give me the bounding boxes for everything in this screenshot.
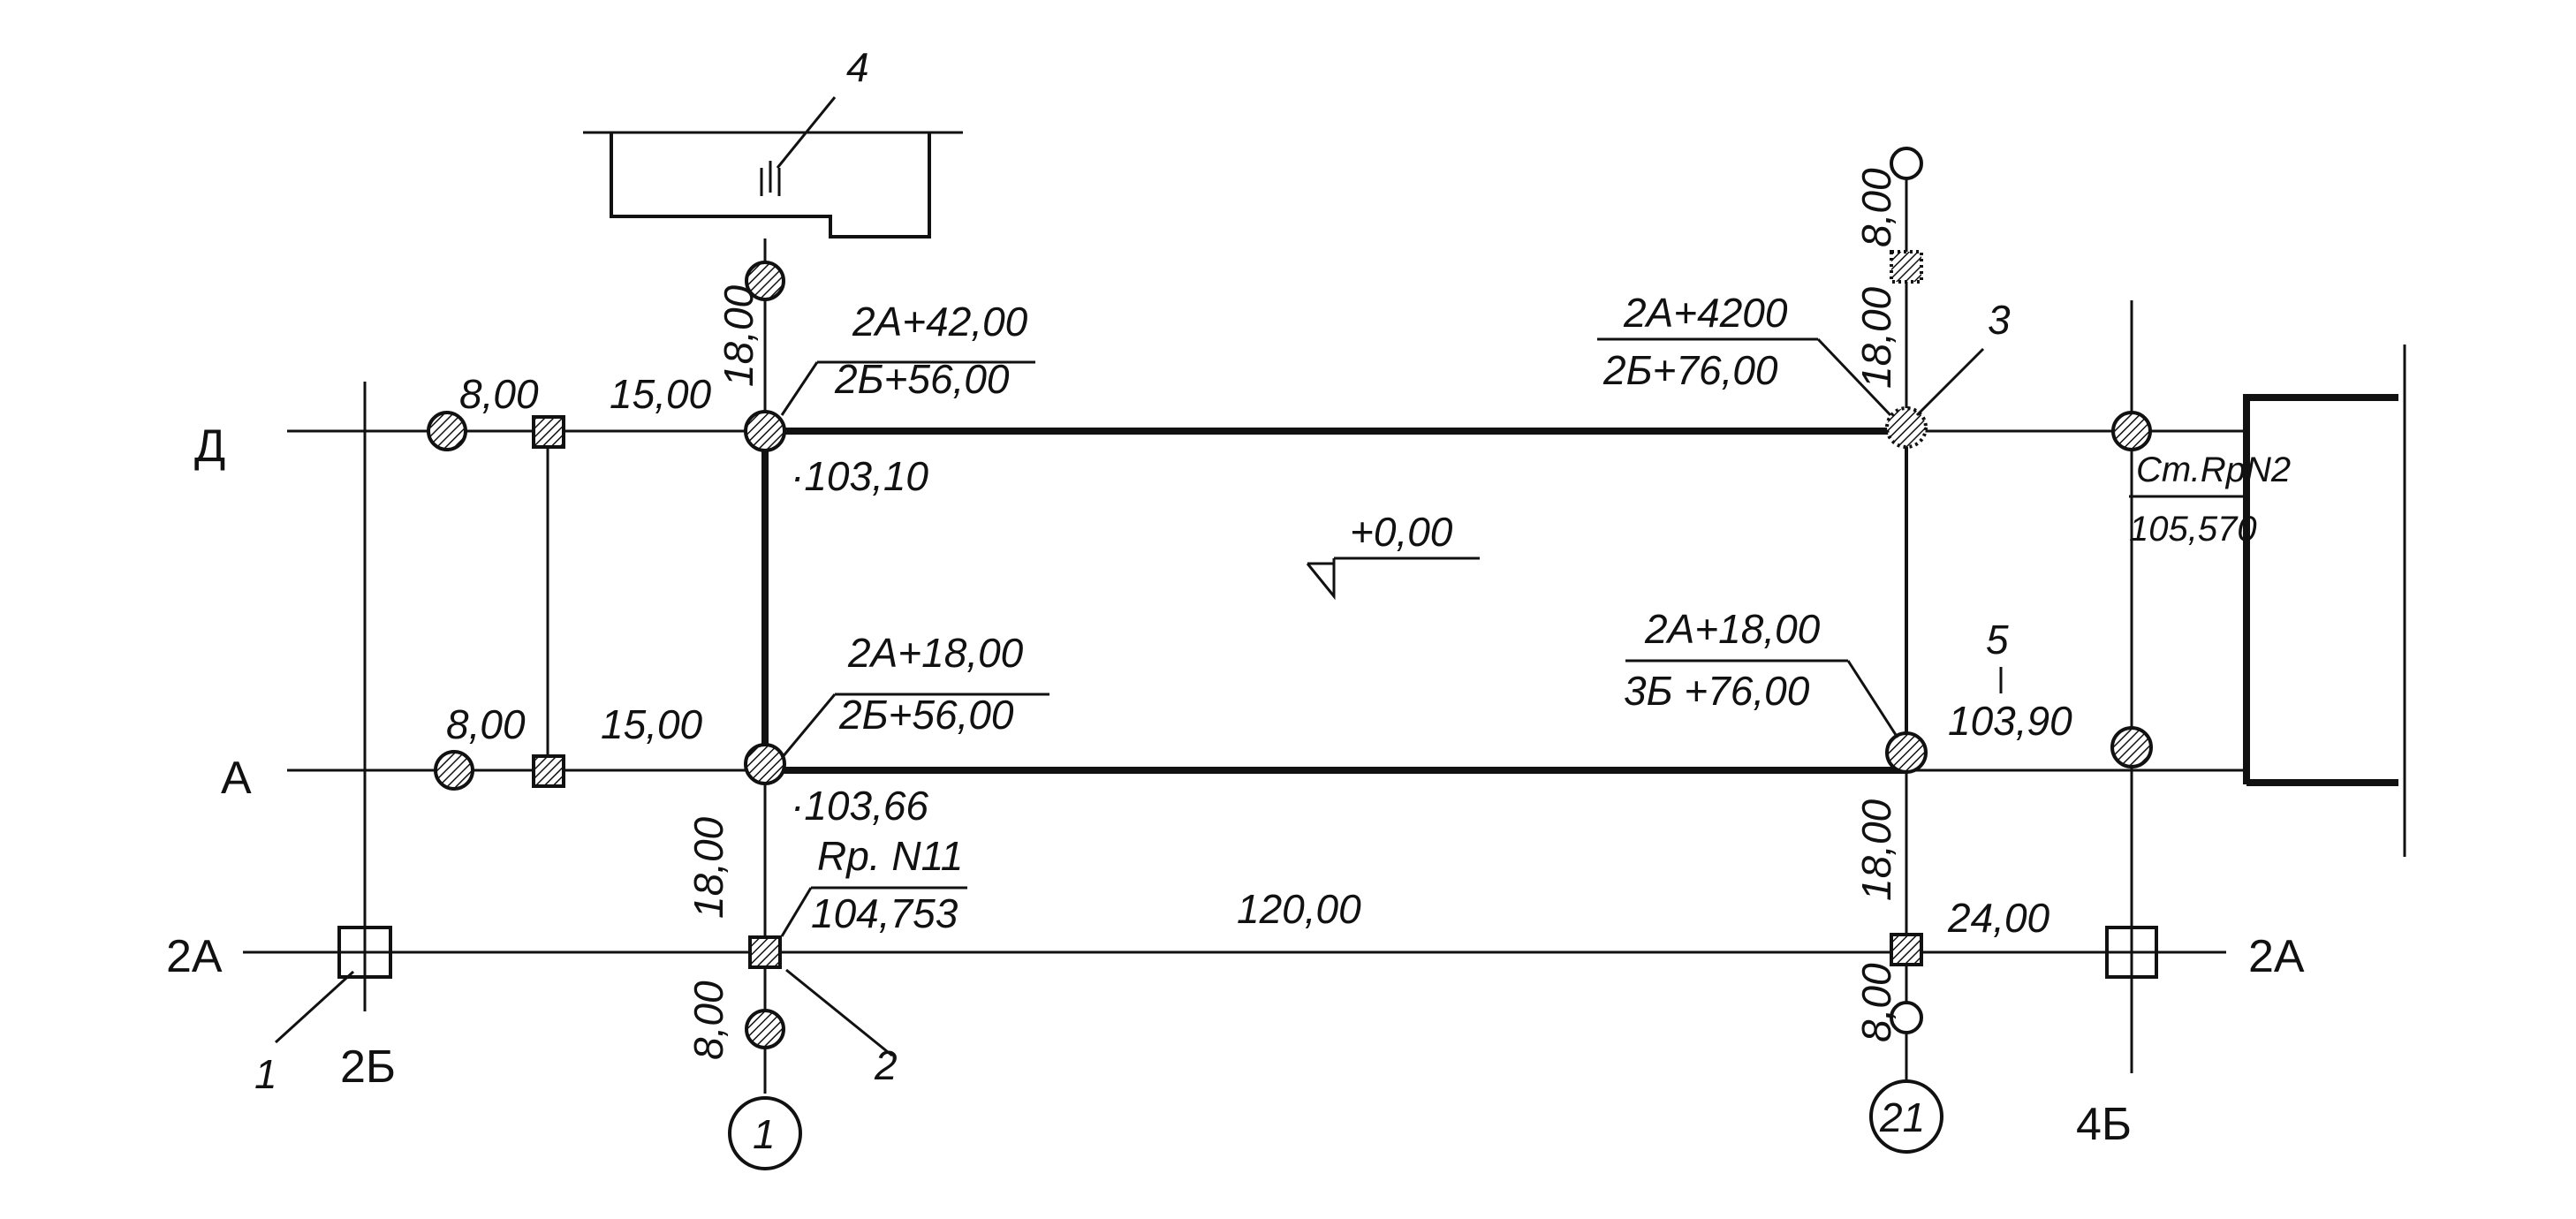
coord-leader-tl xyxy=(780,361,819,416)
circled-number-1-label: 1 xyxy=(753,1111,776,1157)
callout-5: 5 xyxy=(1986,617,2009,662)
coord-bl-bot: 2Б+56,00 xyxy=(838,692,1014,738)
benchmark-rp11-leader xyxy=(780,887,813,937)
open-markers xyxy=(337,147,2158,1034)
building-outline xyxy=(761,428,1908,774)
benchmark-rp11-name: Rp. N11 xyxy=(817,833,963,879)
axis-label-2b: 2Б xyxy=(340,1041,396,1093)
hatched-markers xyxy=(427,261,2153,1049)
marker-circle xyxy=(745,261,785,301)
floor-level-label: +0,00 xyxy=(1350,509,1453,555)
elevation-103-10: ·103,10 xyxy=(791,453,928,499)
building-4-outline xyxy=(583,96,963,238)
dim-18-right-bot: 18,00 xyxy=(1853,799,1899,901)
coord-tl-top: 2А+42,00 xyxy=(852,299,1028,344)
dim-8-bottom-right: 8,00 xyxy=(1853,963,1899,1042)
building-right-outline xyxy=(2243,344,2406,857)
axis-lines xyxy=(243,177,2244,1094)
coord-br-bot: 3Б +76,00 xyxy=(1624,668,1810,714)
elevation-103-90: 103,90 xyxy=(1948,698,2072,744)
marker-circle xyxy=(744,743,786,785)
dim-18-top: 18,00 xyxy=(716,284,761,387)
marker-open-circle xyxy=(1890,147,1923,180)
coord-tl-bot: 2Б+56,00 xyxy=(834,356,1010,402)
dim-18-bot-left: 18,00 xyxy=(686,816,731,919)
callout-2: 2 xyxy=(874,1042,898,1088)
benchmark-rp11-value: 104,753 xyxy=(811,890,958,936)
coord-tr-bot: 2Б+76,00 xyxy=(1602,347,1778,393)
callout-1: 1 xyxy=(254,1051,277,1097)
marker-square xyxy=(1890,250,1923,284)
circled-number-1 xyxy=(728,1096,802,1170)
benchmark-rp2-name: Ст.RpN2 xyxy=(2136,450,2291,489)
axis-label-d: Д xyxy=(194,420,225,472)
dim-24: 24,00 xyxy=(1947,895,2050,941)
marker-circle xyxy=(2111,411,2152,451)
axis-label-2a-left: 2А xyxy=(166,931,223,982)
marker-circle xyxy=(2110,726,2153,768)
marker-open-circle xyxy=(1890,1001,1923,1034)
dim-8-left-top: 8,00 xyxy=(459,371,539,417)
dim-8-right-top: 8,00 xyxy=(1853,168,1899,247)
callout-3: 3 xyxy=(1988,297,2011,343)
circled-number-21-label: 21 xyxy=(1879,1094,1925,1140)
marker-square xyxy=(748,935,782,969)
marker-square xyxy=(532,415,565,449)
marker-circle xyxy=(427,411,467,451)
axis-label-a: А xyxy=(221,753,252,804)
dim-15-bot: 15,00 xyxy=(601,701,703,747)
marker-square xyxy=(1890,933,1923,966)
coord-tr-top: 2А+4200 xyxy=(1623,290,1788,336)
elevation-103-66: ·103,66 xyxy=(791,783,928,829)
marker-circle xyxy=(434,750,474,791)
coord-leader-bl xyxy=(780,693,837,759)
circled-number-21 xyxy=(1869,1079,1943,1154)
dim-18-right-top: 18,00 xyxy=(1853,286,1899,389)
marker-circle xyxy=(744,410,786,452)
coord-bl-top: 2А+18,00 xyxy=(847,630,1024,676)
dim-15-top: 15,00 xyxy=(610,371,712,417)
marker-square xyxy=(532,754,565,788)
dim-8-bottom-left: 8,00 xyxy=(686,980,731,1060)
axis-label-2a-right: 2А xyxy=(2248,931,2305,982)
coord-br-top: 2А+18,00 xyxy=(1644,606,1821,652)
square-markers xyxy=(532,250,1923,969)
callout-4: 4 xyxy=(846,44,869,90)
dim-8-left-bot: 8,00 xyxy=(446,701,526,747)
marker-3-dotted xyxy=(1885,406,1928,449)
axis-label-4b: 4Б xyxy=(2076,1099,2132,1150)
dim-120: 120,00 xyxy=(1237,886,1361,932)
floor-level-mark: +0,00 xyxy=(1306,509,1480,601)
benchmark-rp2-value: 105,570 xyxy=(2129,510,2257,549)
marker-circle xyxy=(1885,731,1928,774)
marker-circle xyxy=(745,1009,785,1049)
